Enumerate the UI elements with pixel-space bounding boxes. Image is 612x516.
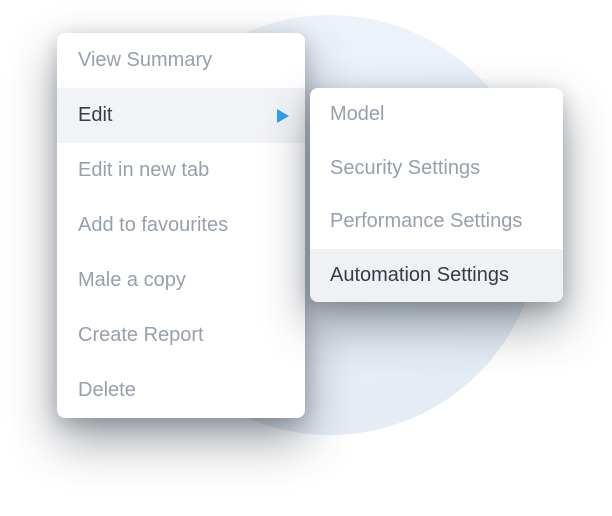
menu-item-label: View Summary [78, 49, 213, 71]
menu-item-edit[interactable]: Edit [57, 88, 305, 143]
menu-item-edit-in-new-tab[interactable]: Edit in new tab [57, 143, 305, 198]
menu-item-create-report[interactable]: Create Report [57, 308, 305, 363]
submenu-arrow-icon [277, 108, 289, 123]
menu-item-add-to-favourites[interactable]: Add to favourites [57, 198, 305, 253]
menu-item-delete[interactable]: Delete [57, 363, 305, 418]
menu-item-label: Delete [78, 379, 136, 401]
menu-item-male-a-copy[interactable]: Male a copy [57, 253, 305, 308]
menu-item-label: Performance Settings [330, 210, 523, 233]
context-menu: View Summary Edit Edit in new tab Add to… [57, 33, 305, 418]
menu-item-view-summary[interactable]: View Summary [57, 33, 305, 88]
menu-item-label: Model [330, 103, 385, 126]
menu-item-model[interactable]: Model [310, 88, 563, 142]
menu-item-label: Security Settings [330, 156, 481, 179]
edit-submenu: Model Security Settings Performance Sett… [310, 88, 563, 302]
menu-item-performance-settings[interactable]: Performance Settings [310, 195, 563, 249]
menu-item-label: Create Report [78, 324, 204, 346]
menu-item-automation-settings[interactable]: Automation Settings [310, 248, 563, 302]
menu-item-label: Automation Settings [330, 263, 509, 286]
menu-item-label: Male a copy [78, 269, 186, 291]
menu-item-label: Edit in new tab [78, 159, 210, 181]
menu-item-security-settings[interactable]: Security Settings [310, 142, 563, 196]
menu-item-label: Edit [78, 104, 113, 126]
menu-item-label: Add to favourites [78, 214, 229, 236]
